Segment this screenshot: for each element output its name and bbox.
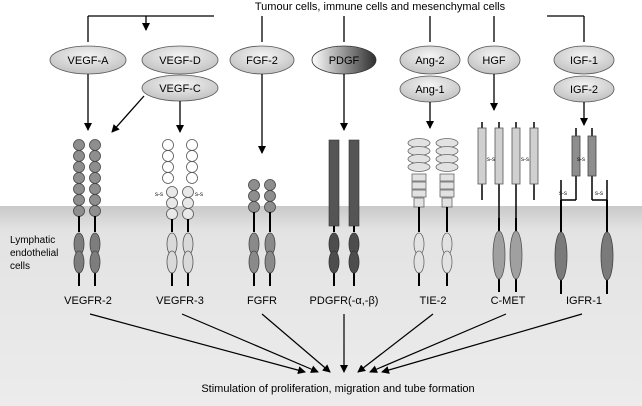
disulfide-label: s-s (595, 191, 603, 197)
disulfide-label: s-s (559, 191, 567, 197)
receptor-pdgfr (328, 139, 360, 286)
outcome-label: Stimulation of proliferation, migration … (201, 383, 474, 395)
igfr-1-label: IGFR-1 (566, 295, 602, 307)
ligand-vegf-d: VEGF-D (141, 45, 219, 75)
outcome-arrows (89, 313, 583, 375)
ligand-fgf-2: FGF-2 (229, 45, 295, 75)
ligand-vegf-a: VEGF-A (49, 45, 127, 75)
receptor-igfr-1: s-s s-s s-s (554, 128, 614, 294)
ligand-arrows (84, 74, 588, 154)
vegfr-3-label: VEGFR-3 (156, 295, 204, 307)
vegf-d-label: VEGF-D (159, 55, 201, 67)
pdgfr-label: PDGFR(-α,-β) (310, 295, 379, 307)
source-connectors (87, 15, 585, 42)
vegf-a-label: VEGF-A (68, 55, 110, 67)
ligand-ang-2: Ang-2 (399, 45, 461, 75)
receptor-vegfr-2 (73, 139, 101, 286)
ligand-igf-2: IGF-2 (553, 75, 615, 103)
ang-1-label: Ang-1 (415, 84, 444, 96)
ligand-hgf: HGF (467, 45, 521, 75)
receptor-c-met: s-s s-s (477, 122, 539, 292)
receptor-vegfr-3: s-s s-s (155, 139, 203, 286)
disulfide-label: s-s (195, 192, 203, 198)
hgf-label: HGF (482, 55, 506, 67)
cell-type-label-line-1: Lymphatic (10, 235, 55, 246)
disulfide-label: s-s (521, 157, 529, 163)
source-cells-label: Tumour cells, immune cells and mesenchym… (255, 1, 506, 13)
tie-2-label: TIE-2 (420, 295, 447, 307)
ligand-pdgf: PDGF (311, 45, 377, 75)
fgfr-label: FGFR (247, 295, 277, 307)
pdgf-label: PDGF (329, 55, 360, 67)
ang-2-label: Ang-2 (415, 55, 444, 67)
disulfide-label: s-s (155, 192, 163, 198)
ligand-igf-1: IGF-1 (553, 45, 615, 75)
fgf-2-label: FGF-2 (246, 55, 278, 67)
vegfr-2-label: VEGFR-2 (64, 295, 112, 307)
cell-membrane (0, 206, 642, 406)
igf-2-label: IGF-2 (570, 84, 598, 96)
receptor-tie-2 (407, 138, 459, 286)
receptor-fgfr (248, 179, 276, 286)
disulfide-label: s-s (487, 157, 495, 163)
igf-1-label: IGF-1 (570, 55, 598, 67)
disulfide-label: s-s (577, 157, 585, 163)
vegf-c-label: VEGF-C (159, 83, 201, 95)
c-met-label: C-MET (491, 295, 526, 307)
cell-type-label-line-2: endothelial (10, 248, 58, 259)
cell-type-label-line-3: cells (10, 261, 30, 272)
ligand-vegf-c: VEGF-C (141, 74, 219, 102)
ligand-ang-1: Ang-1 (399, 75, 461, 103)
